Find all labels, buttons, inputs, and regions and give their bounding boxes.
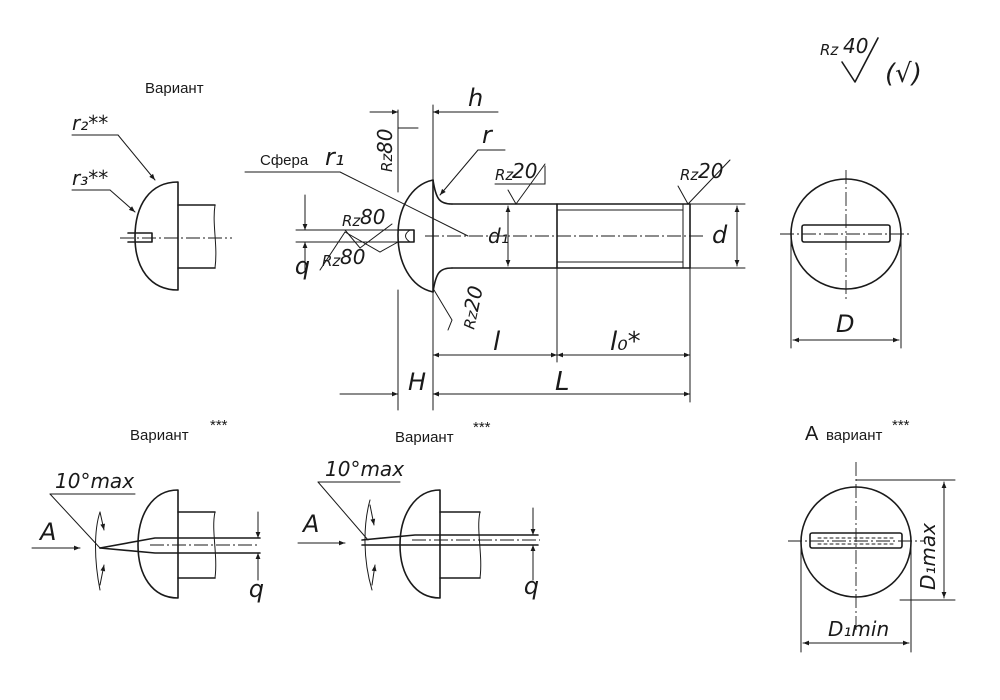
- sphere-label: Сфера: [260, 152, 309, 169]
- variant2-sup: ***: [473, 419, 491, 436]
- b-label-v2: b: [524, 575, 539, 603]
- rz80-top-value: 80: [373, 129, 397, 154]
- a-variant-view: А вариант *** D₁max D₁min: [788, 417, 956, 653]
- variant-1-view: Вариант *** 10°max A b: [31, 417, 264, 606]
- rz40-value: 40: [843, 34, 868, 58]
- rz20-c-prefix: Rz: [460, 308, 482, 331]
- D1min-label: D₁min: [828, 617, 889, 641]
- l0-label: l₀*: [610, 327, 641, 357]
- variant2-label: Вариант: [395, 429, 454, 446]
- roughness-parenthetical: (√): [885, 59, 922, 89]
- rz40-prefix: Rz: [820, 41, 839, 59]
- variant1-label: Вариант: [130, 427, 189, 444]
- d1-label: d₁: [488, 224, 509, 248]
- h-label: h: [468, 84, 483, 112]
- angle2-label: 10°max: [325, 457, 404, 481]
- l-label: l: [493, 327, 501, 357]
- general-roughness-symbol: Rz 40 (√): [820, 34, 922, 89]
- d-label: d: [712, 221, 728, 249]
- head-end-view: D: [780, 170, 912, 349]
- D1max-label: D₁max: [916, 523, 940, 590]
- rz80-b-prefix: Rz: [322, 252, 341, 270]
- variant-2-view: Вариант *** 10°max A b: [297, 419, 540, 603]
- r1-label: r₁: [325, 143, 345, 171]
- A1-label: A: [38, 518, 56, 546]
- rz80-a-value: 80: [360, 205, 385, 229]
- rz80-b-value: 80: [340, 245, 365, 269]
- variant-head-view: Вариант r₂** r₃**: [71, 80, 232, 291]
- variant-label-top: Вариант: [145, 80, 204, 97]
- rz80-top-prefix: Rz: [378, 153, 396, 172]
- a-variant-word: вариант: [826, 427, 882, 444]
- rz20-a-value: 20: [512, 159, 537, 183]
- r-label: r: [482, 121, 494, 149]
- rz80-a-prefix: Rz: [342, 212, 361, 230]
- rz20-b-prefix: Rz: [680, 166, 699, 184]
- b-label-main: b: [295, 255, 310, 283]
- rz20-c-value: 20: [459, 284, 488, 314]
- rz20-a-prefix: Rz: [495, 166, 514, 184]
- roughness-check-icon: [841, 37, 879, 83]
- H-label: H: [408, 368, 426, 396]
- a-variant-letter: А: [805, 423, 819, 445]
- A2-label: A: [301, 510, 319, 538]
- L-label: L: [555, 367, 570, 397]
- b-label-v1: b: [249, 578, 264, 606]
- main-screw-view: h Rz 80 Сфера r₁ r: [244, 84, 746, 411]
- a-variant-sup: ***: [892, 417, 910, 434]
- r2-label: r₂**: [72, 111, 108, 135]
- r3-label: r₃**: [72, 166, 108, 190]
- variant1-sup: ***: [210, 417, 228, 434]
- angle1-label: 10°max: [55, 469, 134, 493]
- D-label: D: [836, 310, 854, 338]
